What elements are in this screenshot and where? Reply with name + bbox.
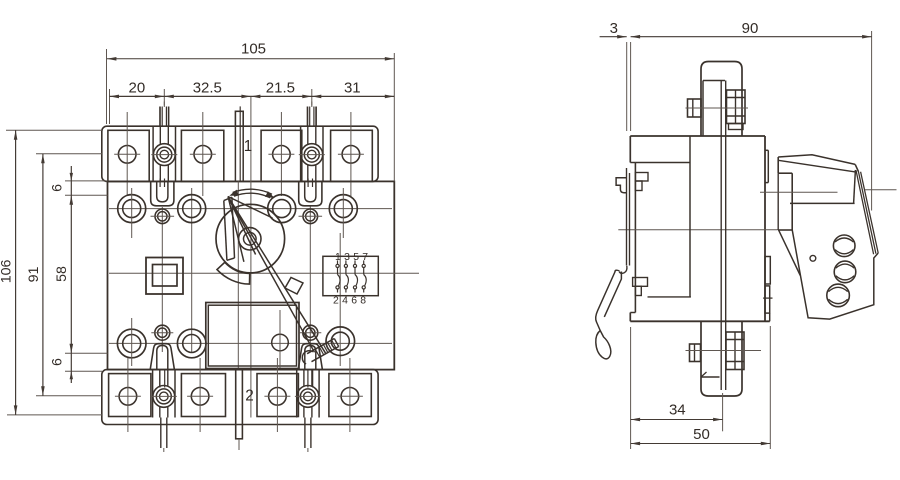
svg-text:1357: 1357 xyxy=(335,252,371,263)
svg-text:1: 1 xyxy=(244,138,253,155)
svg-text:50: 50 xyxy=(693,426,710,443)
svg-text:91: 91 xyxy=(26,267,42,283)
svg-text:90: 90 xyxy=(742,20,759,37)
svg-text:2468: 2468 xyxy=(333,296,369,307)
svg-text:105: 105 xyxy=(241,41,266,58)
svg-text:6: 6 xyxy=(50,184,66,192)
svg-text:31: 31 xyxy=(344,80,361,97)
svg-text:2: 2 xyxy=(245,387,254,404)
svg-text:20: 20 xyxy=(129,80,146,97)
svg-text:34: 34 xyxy=(669,402,686,419)
svg-text:3: 3 xyxy=(610,20,618,37)
svg-text:106: 106 xyxy=(0,259,15,283)
svg-text:21.5: 21.5 xyxy=(266,80,295,97)
svg-text:32.5: 32.5 xyxy=(193,80,222,97)
svg-text:6: 6 xyxy=(50,358,66,366)
svg-text:58: 58 xyxy=(54,266,70,282)
